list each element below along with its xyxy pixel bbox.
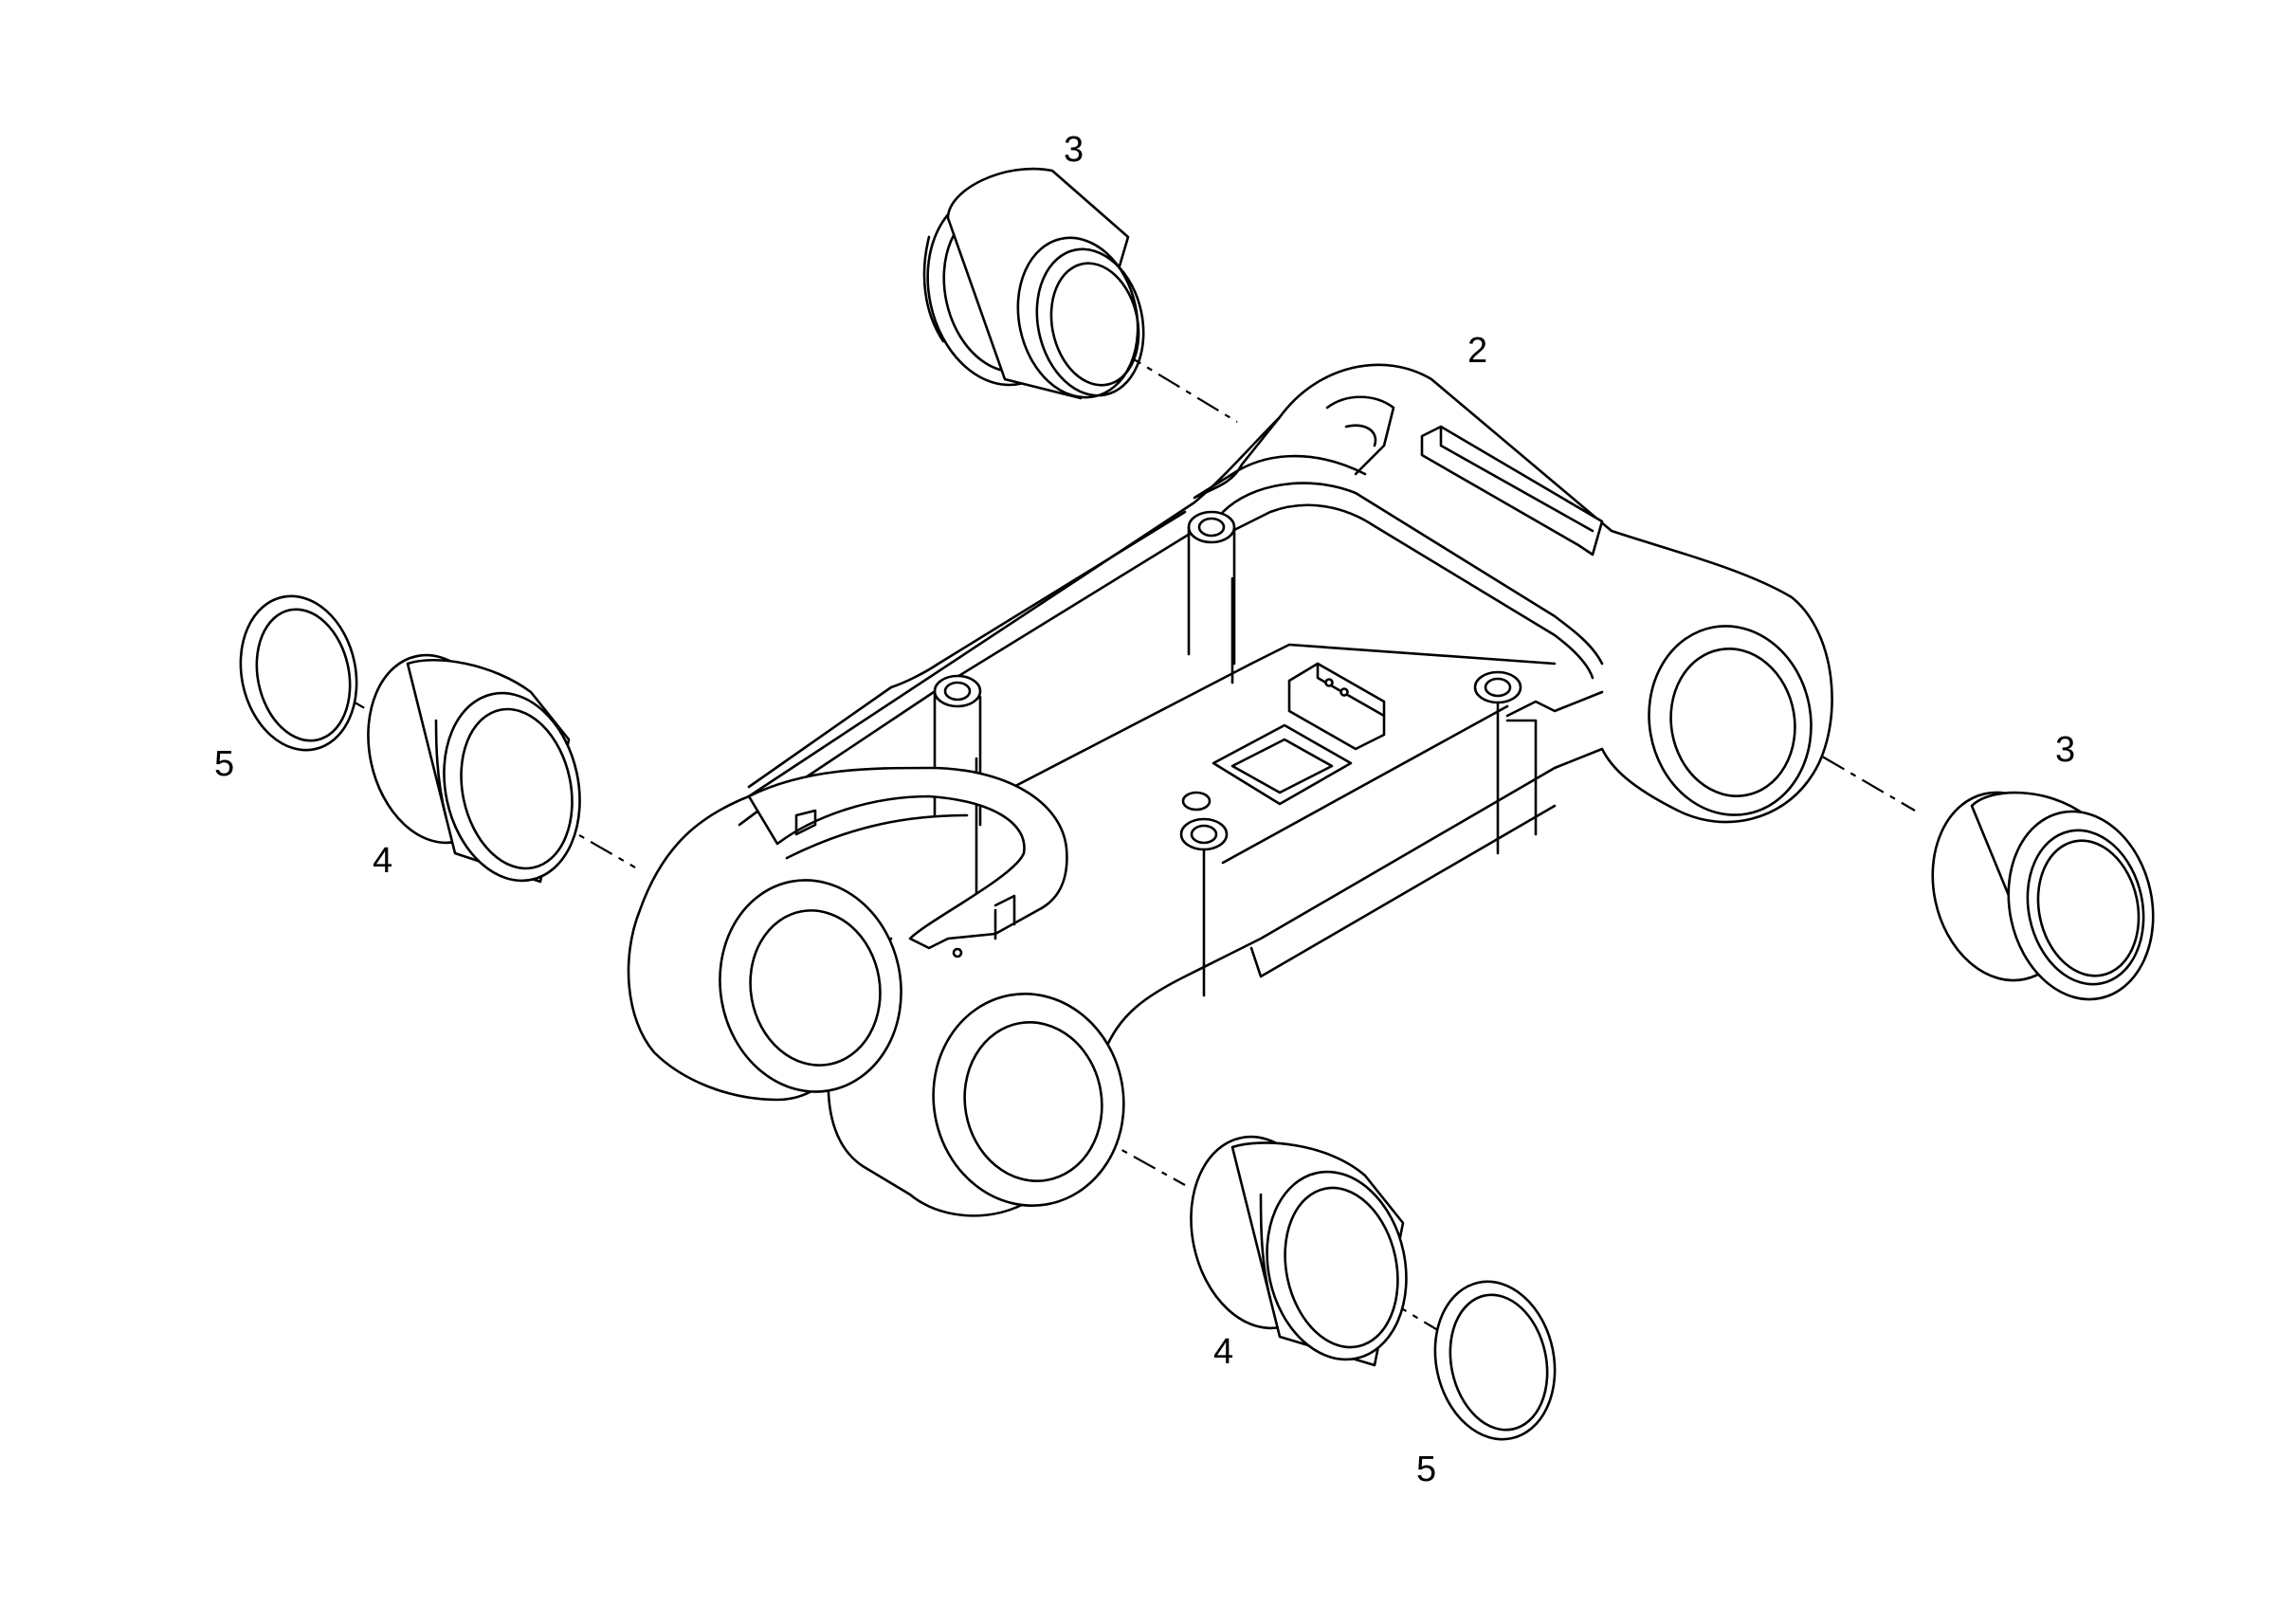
callouts: 3 2 3 5 4 4 5	[214, 130, 2075, 1489]
callout-2: 2	[1467, 331, 1487, 371]
callout-3-right: 3	[2055, 730, 2075, 770]
callout-4-bottom: 4	[1213, 1332, 1233, 1372]
bushing-right	[1931, 791, 2155, 1001]
link-frame	[627, 363, 1833, 1217]
bushing-left	[367, 653, 581, 884]
ring-bottom	[1433, 1280, 1557, 1441]
callout-3-top: 3	[1064, 130, 1084, 170]
callout-4-left: 4	[373, 841, 392, 881]
callout-5-left: 5	[214, 744, 234, 784]
bushing-top	[922, 167, 1145, 400]
bushing-bottom	[1190, 1135, 1408, 1367]
ring-left	[239, 594, 358, 752]
callout-5-bottom: 5	[1416, 1450, 1436, 1489]
